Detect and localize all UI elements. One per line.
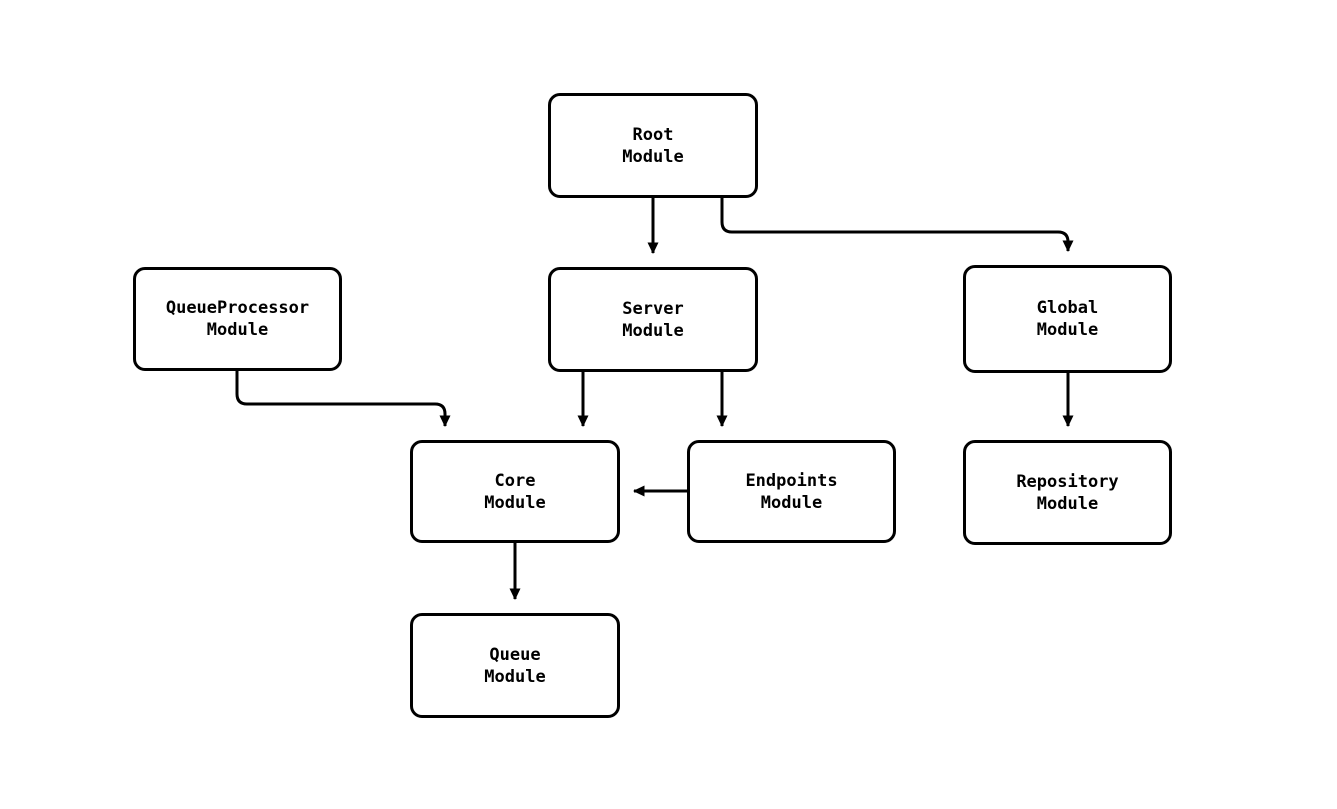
node-label-root: Root Module bbox=[622, 124, 684, 167]
edge-queueprocessor-to-core bbox=[235, 371, 451, 427]
node-root[interactable]: Root Module bbox=[548, 93, 758, 198]
node-label-server: Server Module bbox=[622, 298, 684, 341]
edges-group bbox=[235, 198, 1074, 600]
node-label-core: Core Module bbox=[484, 470, 546, 513]
node-global[interactable]: Global Module bbox=[963, 265, 1172, 373]
node-label-endpoints: Endpoints Module bbox=[745, 470, 838, 513]
node-label-queueprocessor: QueueProcessor Module bbox=[165, 298, 310, 340]
edge-root-to-global bbox=[720, 198, 1074, 252]
node-label-global: Global Module bbox=[1036, 298, 1099, 340]
node-label-queue: Queue Module bbox=[484, 644, 546, 687]
node-label-repository: Repository Module bbox=[1016, 471, 1119, 514]
node-queueprocessor[interactable]: QueueProcessor Module bbox=[133, 267, 342, 371]
node-server[interactable]: Server Module bbox=[548, 267, 758, 372]
node-repository[interactable]: Repository Module bbox=[963, 440, 1172, 545]
node-endpoints[interactable]: Endpoints Module bbox=[687, 440, 896, 543]
node-queue[interactable]: Queue Module bbox=[410, 613, 620, 718]
node-core[interactable]: Core Module bbox=[410, 440, 620, 543]
